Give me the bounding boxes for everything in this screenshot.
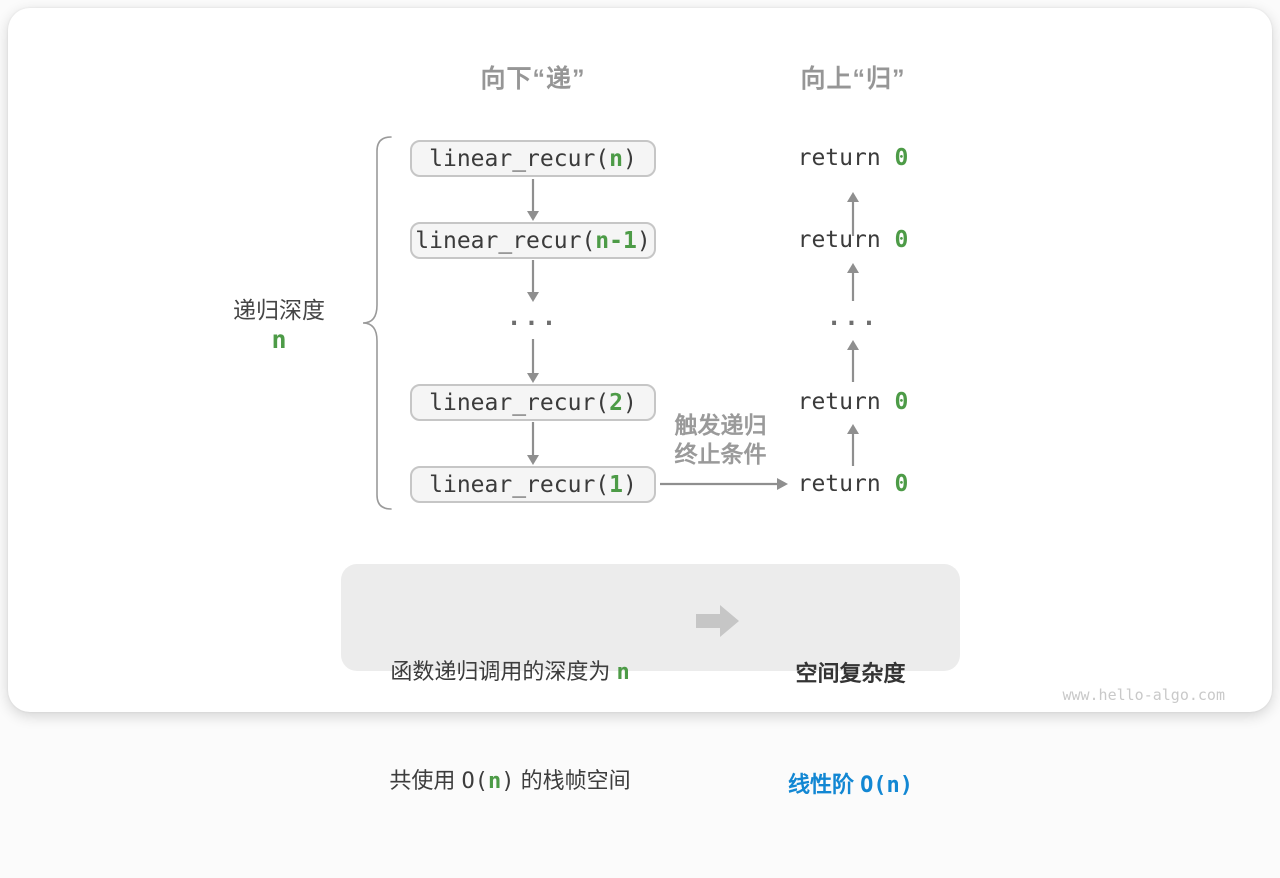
down-arrow-icon — [527, 422, 539, 465]
call-box-label: linear_recur( — [429, 145, 610, 172]
summary-box — [341, 564, 960, 671]
header-return-up: 向上“归” — [800, 65, 906, 93]
trigger-note-line1: 触发递归 — [674, 412, 767, 438]
header-recurse-down: 向下“递” — [480, 65, 586, 93]
call-box-arg: 1 — [609, 471, 623, 498]
call-box-n: linear_recur(n) — [410, 140, 656, 177]
return-statement: return 0 — [797, 227, 909, 253]
return-value: 0 — [894, 227, 909, 253]
down-arrow-icon — [527, 260, 539, 302]
summary-result-title: 空间复杂度 — [795, 661, 906, 686]
call-box-arg: n-1 — [595, 227, 637, 254]
return-value: 0 — [894, 389, 909, 415]
ellipsis-left: ... — [506, 303, 560, 331]
up-arrow-icon — [847, 340, 859, 382]
right-arrow-icon — [660, 478, 788, 490]
up-arrow-icon — [847, 263, 859, 301]
up-arrow-icon — [847, 192, 859, 236]
call-box-1: linear_recur(1) — [410, 466, 656, 503]
return-value: 0 — [894, 471, 909, 497]
down-arrow-icon — [527, 339, 539, 383]
call-box-label: linear_recur( — [429, 389, 610, 416]
trigger-note: 触发递归 终止条件 — [648, 411, 793, 469]
recursion-depth-label: 递归深度 — [233, 297, 325, 323]
return-statement: return 0 — [797, 471, 909, 497]
ellipsis-right: ... — [826, 303, 880, 331]
down-arrow-icon — [527, 179, 539, 221]
big-arrow-icon — [696, 605, 739, 637]
summary-result: 空间复杂度 线性阶 O(n) — [748, 581, 953, 878]
call-box-arg: 2 — [609, 389, 623, 416]
call-box-n-1: linear_recur(n-1) — [410, 222, 656, 259]
call-box-arg: n — [609, 145, 623, 172]
return-statement: return 0 — [797, 145, 909, 171]
trigger-note-line2: 终止条件 — [674, 441, 767, 467]
diagram-card: 向下“递” 向上“归” 递归深度 n linear_recur(n) linea… — [8, 8, 1272, 798]
summary-description: 函数递归调用的深度为 n 共使用 O(n) 的栈帧空间 — [360, 582, 660, 872]
watermark: www.hello-algo.com — [1062, 686, 1225, 704]
call-box-label: linear_recur( — [429, 471, 610, 498]
return-value: 0 — [894, 145, 909, 171]
up-arrow-icon — [847, 424, 859, 466]
summary-space-line: 共使用 O(n) 的栈帧空间 — [389, 768, 631, 794]
call-box-2: linear_recur(2) — [410, 384, 656, 421]
summary-result-value: 线性阶 O(n) — [787, 772, 914, 798]
call-box-label: linear_recur( — [415, 227, 596, 254]
summary-depth-line: 函数递归调用的深度为 n — [390, 659, 630, 685]
curly-brace — [362, 136, 392, 510]
return-statement: return 0 — [797, 389, 909, 415]
recursion-depth-value: n — [271, 325, 287, 354]
